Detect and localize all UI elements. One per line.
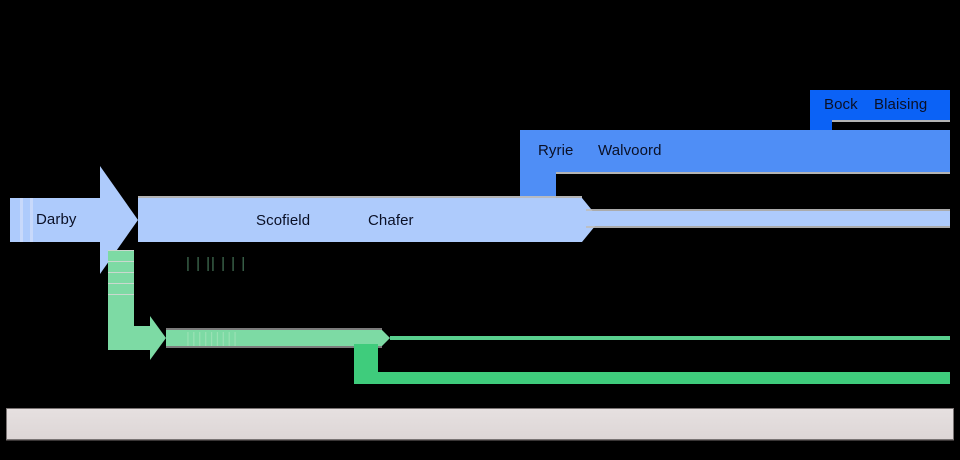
green-upper-ghost-text-top: | | || | | | — [186, 255, 247, 272]
track-ryrie-walvoord-stem — [520, 170, 556, 198]
stack-divider — [108, 283, 134, 284]
track-darby-body[interactable] — [10, 198, 100, 242]
track-green-upper-foot — [108, 326, 156, 350]
track-green-upper-bar[interactable] — [166, 330, 382, 346]
label-blaising: Blaising — [874, 96, 928, 113]
timeline-axis-strip[interactable] — [6, 408, 954, 440]
stack-divider — [108, 250, 134, 251]
green-upper-bar-head — [382, 330, 390, 346]
stack-divider — [108, 261, 134, 262]
label-chafer: Chafer — [368, 212, 414, 229]
darby-left-rule-2 — [30, 198, 33, 242]
label-ryrie: Ryrie — [538, 142, 574, 159]
green-upper-arrow-head — [150, 316, 166, 360]
track-bock-blaising-bar[interactable] — [810, 90, 950, 120]
label-walvoord: Walvoord — [598, 142, 662, 159]
track-green-lower-bar[interactable] — [354, 372, 950, 384]
track-scofield-chafer-body[interactable] — [138, 198, 582, 242]
green-upper-ghost-text: ||||||||| — [186, 330, 240, 347]
track-bock-blaising-stem — [810, 118, 832, 132]
track-green-upper-tail — [390, 336, 950, 340]
stack-divider — [108, 294, 134, 295]
track-scofield-chafer-tail — [586, 211, 950, 226]
track-ryrie-walvoord-bar[interactable] — [520, 130, 950, 172]
stack-divider — [108, 272, 134, 273]
darby-left-rule-1 — [20, 198, 23, 242]
label-scofield: Scofield — [256, 212, 311, 229]
label-darby: Darby — [36, 211, 77, 228]
track-green-upper-stack[interactable] — [108, 250, 134, 306]
label-bock: Bock — [824, 96, 858, 113]
